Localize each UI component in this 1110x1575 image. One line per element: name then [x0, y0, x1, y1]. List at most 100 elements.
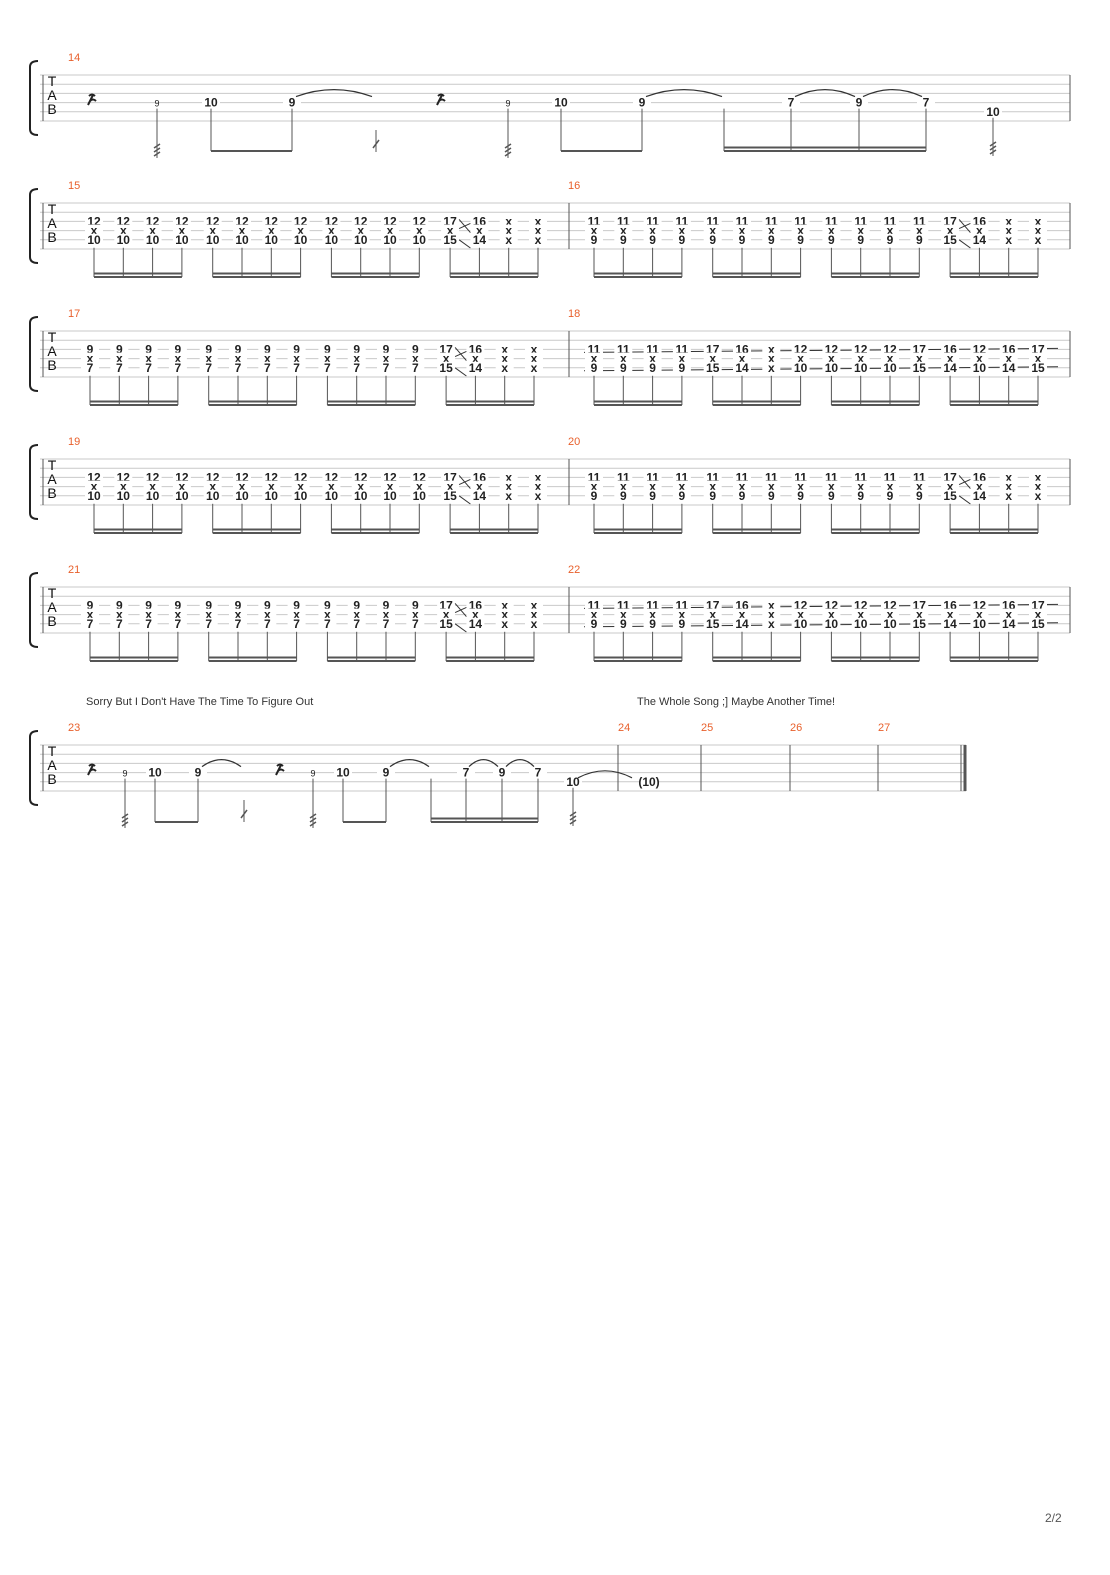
- fret-number: 15: [443, 233, 457, 247]
- fret-mask: [585, 224, 603, 237]
- fret-number: x: [591, 608, 598, 622]
- fret-number: 9: [857, 233, 864, 247]
- fret-number: 7: [412, 617, 419, 631]
- fret-number: 9: [679, 233, 686, 247]
- fret-mask: [585, 343, 603, 356]
- fret-mask: [202, 96, 220, 109]
- fret-mask: [585, 599, 603, 612]
- fret-mask: [703, 361, 722, 374]
- fret-mask: [564, 775, 582, 788]
- fret-number: x: [947, 608, 954, 622]
- fret-mask: [703, 489, 722, 502]
- fret-mask: [203, 215, 222, 228]
- fret-mask: [791, 471, 810, 484]
- fret-number: 10: [294, 233, 308, 247]
- fret-number: 9: [739, 489, 746, 503]
- fret-mask: [782, 96, 800, 109]
- system-bracket: [29, 60, 39, 136]
- fret-mask: [287, 608, 306, 621]
- fret-mask: [910, 215, 929, 228]
- fret-number: x: [739, 480, 746, 494]
- fret-number: x: [505, 224, 512, 238]
- bar-number: 22: [568, 564, 581, 576]
- fret-number: x: [649, 352, 656, 366]
- fret-mask: [322, 233, 341, 246]
- fret-mask: [466, 352, 485, 365]
- fret-mask: [529, 489, 547, 502]
- fret-number: 15: [706, 361, 720, 375]
- fret-number: 7: [205, 361, 212, 375]
- fret-mask: [822, 224, 841, 237]
- fret-mask: [762, 352, 781, 365]
- fret-number: x: [768, 342, 775, 356]
- fret-mask: [585, 617, 603, 630]
- fret-number: 9: [649, 617, 656, 631]
- fret-number: 14: [943, 617, 957, 631]
- fret-mask: [441, 215, 460, 228]
- fret-mask: [110, 343, 129, 356]
- bar-number: 14: [68, 52, 81, 64]
- fret-number: x: [1005, 608, 1012, 622]
- fret-mask: [585, 233, 603, 246]
- fret-mask: [172, 224, 191, 237]
- fret-number: 7: [324, 361, 331, 375]
- tie: [577, 770, 633, 779]
- fret-mask: [168, 599, 187, 612]
- fret-mask: [441, 233, 460, 246]
- fret-number: 10: [383, 233, 397, 247]
- fret-mask: [910, 489, 929, 502]
- fret-mask: [172, 489, 191, 502]
- tremolo-slash: [372, 139, 380, 149]
- fret-number: 10: [383, 489, 397, 503]
- fret-mask: [203, 480, 222, 493]
- fret-number: 10: [794, 617, 808, 631]
- fret-mask: [791, 215, 810, 228]
- fret-number: 7: [923, 96, 930, 110]
- fret-mask: [643, 489, 662, 502]
- fret-number: x: [91, 480, 98, 494]
- fret-mask: [377, 617, 395, 630]
- fret-number: 7: [412, 361, 419, 375]
- fret-number: x: [828, 352, 835, 366]
- fret-mask: [762, 343, 781, 356]
- fret-number: x: [205, 608, 212, 622]
- fret-number: x: [1035, 233, 1042, 247]
- fret-mask: [970, 224, 989, 237]
- fret-mask: [733, 617, 751, 630]
- fret-number: x: [531, 617, 538, 631]
- fret-number: x: [857, 480, 864, 494]
- fret-number: 7: [324, 617, 331, 631]
- fret-mask: [881, 215, 899, 228]
- fret-number: 7: [175, 361, 182, 375]
- fret-number: 14: [943, 361, 957, 375]
- fret-mask: [881, 343, 899, 356]
- fret-number: 10: [265, 233, 279, 247]
- fret-number: 7: [235, 361, 242, 375]
- fret-mask: [318, 608, 337, 621]
- fret-mask: [822, 599, 841, 612]
- fret-number: 14: [469, 361, 483, 375]
- fret-mask: [146, 766, 164, 779]
- fret-mask: [851, 352, 870, 365]
- fret-mask: [762, 489, 781, 502]
- fret-mask: [172, 480, 191, 493]
- fret-number: 10: [986, 105, 1000, 119]
- fret-mask: [643, 617, 662, 630]
- fret-number: x: [620, 224, 627, 238]
- fret-number: 10: [554, 96, 568, 110]
- fret-mask: [351, 471, 370, 484]
- lyric-line-1: Sorry But I Don't Have The Time To Figur…: [86, 696, 314, 708]
- fret-number: x: [87, 608, 94, 622]
- fret-mask: [822, 343, 841, 356]
- fret-mask: [910, 480, 929, 493]
- fret-mask: [703, 352, 722, 365]
- slide-line: [454, 606, 467, 614]
- fret-mask: [529, 215, 547, 228]
- fret-number: 14: [973, 233, 987, 247]
- fret-mask: [941, 489, 960, 502]
- fret-mask: [81, 352, 99, 365]
- fret-mask: [114, 224, 133, 237]
- lyric-line-2: The Whole Song ;] Maybe Another Time!: [637, 696, 836, 708]
- fret-number: x: [679, 480, 686, 494]
